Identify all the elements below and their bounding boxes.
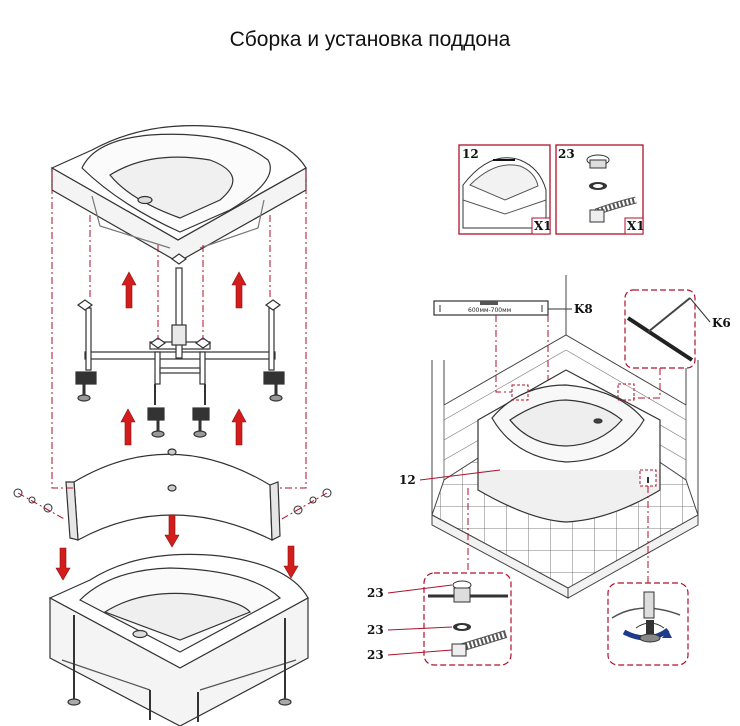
leg-adjust-detail: [607, 582, 689, 666]
kit-drain-number: 23: [558, 147, 575, 161]
tray-installed: [477, 369, 661, 523]
callout-k8: K8: [574, 302, 593, 316]
kit-drain-qty: X1: [627, 219, 645, 233]
leg-frame: [75, 253, 285, 438]
room-corner: [431, 275, 699, 515]
kit-tray-number: 12: [462, 147, 479, 161]
callout-tray-number: 12: [399, 473, 416, 487]
kit-box-drain: [555, 144, 644, 235]
spirit-level-range: 600мм-700мм: [468, 307, 511, 314]
k6-detail: [624, 289, 711, 369]
guide-lines-left: [17, 172, 328, 521]
callout-drain-top: 23: [367, 586, 384, 600]
callout-k6: K6: [712, 316, 731, 330]
guide-lines-right: [467, 315, 661, 583]
kit-tray-qty: X1: [534, 219, 552, 233]
drain-detail: [423, 572, 512, 666]
callout-drain-mid: 23: [367, 623, 384, 637]
page-title: Сборка и установка поддона: [229, 28, 511, 51]
arrows-up: [120, 271, 247, 446]
tray-assembled: [48, 553, 309, 726]
callout-drain-bottom: 23: [367, 648, 384, 662]
kit-box-tray: [458, 144, 551, 235]
arrows-down: [55, 514, 299, 581]
front-panel: [65, 448, 281, 541]
spirit-level: [433, 300, 549, 316]
